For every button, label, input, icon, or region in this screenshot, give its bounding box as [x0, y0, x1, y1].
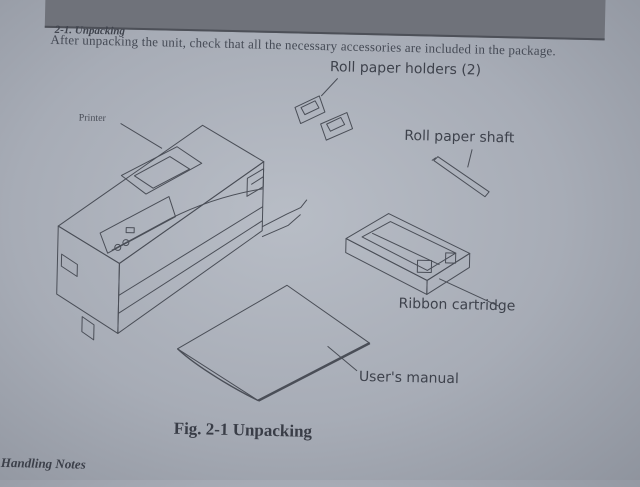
label-roll-paper-holders: Roll paper holders (2)	[329, 59, 482, 79]
label-printer: Printer	[78, 112, 107, 125]
label-ribbon-cartridge: Ribbon cartridge	[398, 295, 516, 315]
label-roll-paper-shaft: Roll paper shaft	[404, 127, 515, 147]
printer-drawing	[56, 123, 308, 341]
roll-paper-shaft-drawing	[431, 149, 490, 198]
label-users-manual: User's manual	[358, 368, 459, 388]
ribbon-cartridge-drawing	[345, 213, 499, 307]
footer-heading: Handling Notes	[0, 454, 86, 472]
users-manual-drawing	[176, 284, 371, 402]
roll-paper-holders-drawing	[294, 78, 354, 141]
figure-caption: Fig. 2-1 Unpacking	[173, 418, 313, 441]
